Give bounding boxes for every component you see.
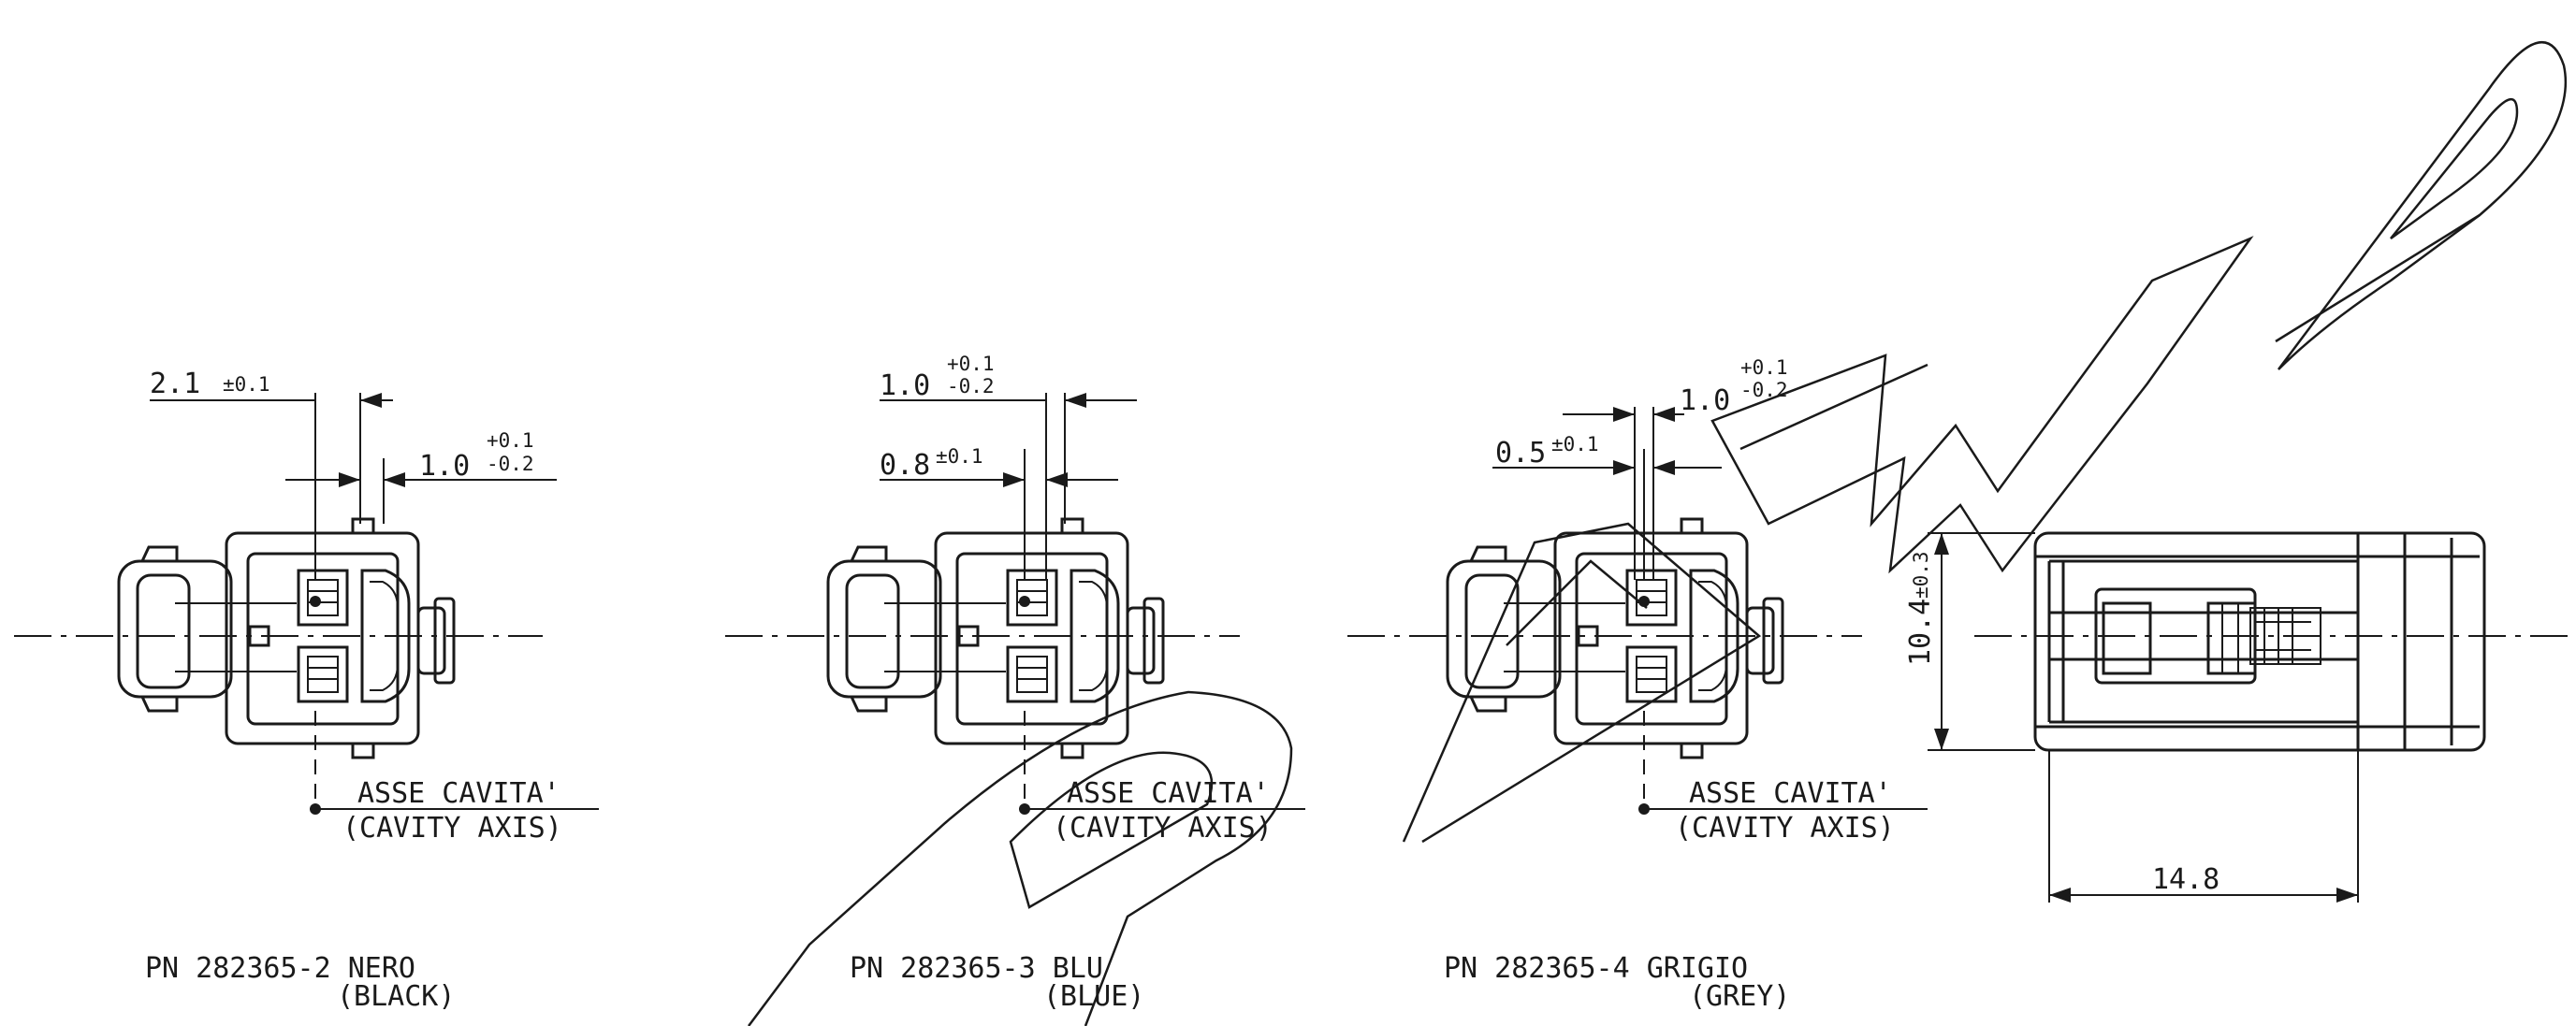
- view-2-color-en: (BLUE): [1043, 980, 1144, 1013]
- view-1-dim-a-tol: ±0.1: [223, 373, 270, 396]
- side-view-height-dim: 10.4: [1904, 599, 1937, 666]
- view-2-axis-label-en: (CAVITY AXIS): [1053, 812, 1273, 845]
- view-3-color-en: (GREY): [1689, 980, 1790, 1013]
- view-1-axis-label: ASSE CAVITA': [357, 777, 560, 810]
- view-1-part-number: PN 282365-2 NERO: [145, 952, 415, 985]
- view-3-connector-front: [1347, 407, 1928, 815]
- view-3-dim-a: 0.5: [1495, 437, 1546, 470]
- side-view-width-dim: 14.8: [2152, 863, 2219, 896]
- view-3-dim-b: 1.0: [1680, 384, 1730, 417]
- view-2-dim-a-tol: ±0.1: [936, 445, 983, 468]
- view-2-connector-front: [725, 393, 1305, 815]
- view-3-dim-b-tol-minus: -0.2: [1740, 379, 1788, 401]
- view-3-dim-a-tol: ±0.1: [1551, 433, 1599, 455]
- view-2-dim-b-tol-plus: +0.1: [947, 353, 995, 375]
- view-2-dim-b-tol-minus: -0.2: [947, 375, 995, 397]
- side-view-height-tol: ±0.3: [1910, 551, 1932, 599]
- view-3-dim-b-tol-plus: +0.1: [1740, 356, 1788, 379]
- view-2-dim-b: 1.0: [880, 369, 930, 402]
- view-2-axis-label: ASSE CAVITA': [1067, 777, 1270, 810]
- view-3-part-number: PN 282365-4 GRIGIO: [1444, 952, 1748, 985]
- view-3-axis-label: ASSE CAVITA': [1689, 777, 1892, 810]
- view-3-axis-label-en: (CAVITY AXIS): [1675, 812, 1895, 845]
- view-1-dim-b-tol-minus: -0.2: [487, 453, 534, 475]
- view-1-axis-label-en: (CAVITY AXIS): [342, 812, 562, 845]
- view-1-color-en: (BLACK): [337, 980, 455, 1013]
- view-1-dim-a: 2.1: [150, 368, 200, 400]
- view-1-dim-b-tol-plus: +0.1: [487, 429, 534, 452]
- view-2-dim-a: 0.8: [880, 449, 930, 482]
- view-1-dim-b: 1.0: [419, 450, 470, 483]
- view-1-connector-front: [14, 393, 599, 815]
- view-2-part-number: PN 282365-3 BLU: [850, 952, 1103, 985]
- side-view-connector: [1928, 531, 2569, 903]
- amp-logo-watermark: [747, 40, 2568, 1026]
